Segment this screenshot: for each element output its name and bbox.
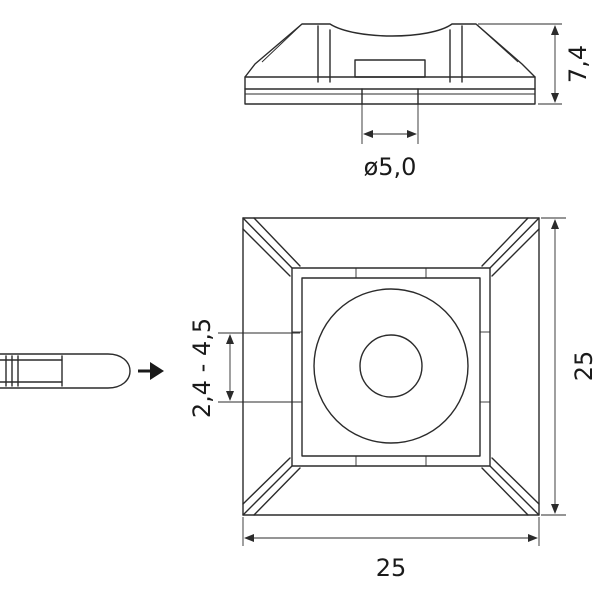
ridge-top-left-c <box>242 228 291 277</box>
tie-width-dimension: 2,4 - 4,5 <box>188 318 300 418</box>
top-platform-inner <box>301 277 481 457</box>
base-plate-outline <box>242 217 540 516</box>
hole-circle <box>359 334 423 398</box>
ridge-top-left-a <box>242 217 293 269</box>
ridge-bottom-left-a <box>242 465 293 516</box>
side-width-label: 25 <box>376 554 407 582</box>
ridge-top-right-a <box>489 217 540 269</box>
side-view-chamfer-right <box>475 23 519 63</box>
side-view-slot <box>354 59 426 78</box>
top-view <box>242 217 540 516</box>
ridge-bottom-right-b <box>481 467 529 516</box>
tie-width-label: 2,4 - 4,5 <box>188 318 216 418</box>
cable-tie-strap <box>0 353 131 389</box>
hole-diameter-label: ø5,0 <box>364 153 417 181</box>
ridge-bottom-left-c <box>242 457 291 505</box>
ridge-top-right-b <box>481 217 529 267</box>
ridge-bottom-right-a <box>489 465 540 516</box>
cable-tie <box>0 353 131 389</box>
side-view-outline <box>244 23 536 105</box>
hole-diameter-dimension: ø5,0 <box>361 104 419 181</box>
ridge-top-left-b <box>253 217 301 267</box>
ridge-bottom-right-c <box>491 457 540 505</box>
height-label: 7,4 <box>564 45 592 83</box>
side-height-dimension: 25 <box>541 217 598 516</box>
side-view-chamfer-left <box>261 23 303 63</box>
ridge-bottom-left-b <box>253 467 301 516</box>
boss-circle <box>313 288 469 444</box>
height-dimension: 7,4 <box>478 23 592 105</box>
side-width-dimension: 25 <box>242 517 540 582</box>
insertion-arrow-icon <box>138 362 164 380</box>
side-view <box>244 23 536 105</box>
insertion-arrow-head <box>150 362 164 380</box>
top-platform-outer <box>291 267 491 467</box>
side-height-label: 25 <box>570 351 598 382</box>
ridge-top-right-c <box>491 228 540 277</box>
